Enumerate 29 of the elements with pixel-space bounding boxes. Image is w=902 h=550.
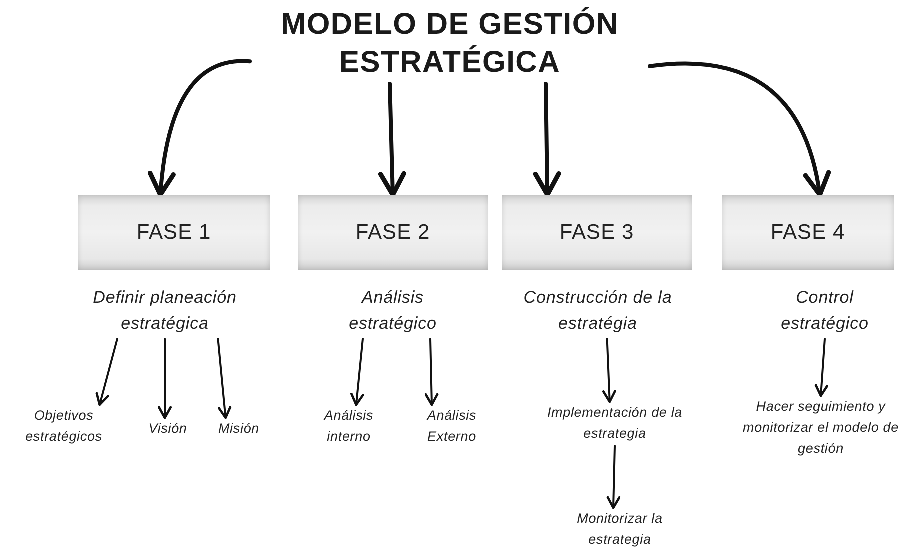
sub-item-text: Implementación de la estrategia xyxy=(530,402,700,446)
arrow xyxy=(217,338,232,420)
sub-item-text: Misión xyxy=(206,418,272,440)
arrow xyxy=(350,338,364,406)
arrow xyxy=(148,60,252,198)
arrow xyxy=(602,338,616,404)
phase-heading: Control estratégico xyxy=(760,285,890,339)
arrow xyxy=(158,338,172,420)
title-text: MODELO DE GESTIÓN ESTRATÉGICA xyxy=(250,4,650,84)
sub-item-text: Análisis interno xyxy=(312,405,386,449)
arrow xyxy=(606,445,621,510)
sub-item-text: Análisis Externo xyxy=(412,405,492,449)
phase-box: FASE 4 xyxy=(722,195,894,270)
arrow xyxy=(378,82,406,198)
arrow xyxy=(814,338,829,398)
phase-box: FASE 2 xyxy=(298,195,488,270)
phase-box: FASE 1 xyxy=(78,195,270,270)
arrow xyxy=(96,338,118,406)
sub-item-text: Objetivos estratégicos xyxy=(8,405,120,449)
arrow xyxy=(648,62,830,198)
sub-item-text: Visión xyxy=(138,418,198,440)
arrow xyxy=(533,82,562,198)
phase-box: FASE 3 xyxy=(502,195,692,270)
phase-heading: Definir planeación estratégica xyxy=(70,285,260,339)
phase-heading: Análisis estratégico xyxy=(318,285,468,339)
sub-item-text: Hacer seguimiento y monitorizar el modelo de gestión xyxy=(742,396,900,460)
arrow xyxy=(424,338,439,406)
sub-item-text: Monitorizar la estrategia xyxy=(555,508,685,550)
phase-heading: Construcción de la estratégia xyxy=(505,285,691,339)
